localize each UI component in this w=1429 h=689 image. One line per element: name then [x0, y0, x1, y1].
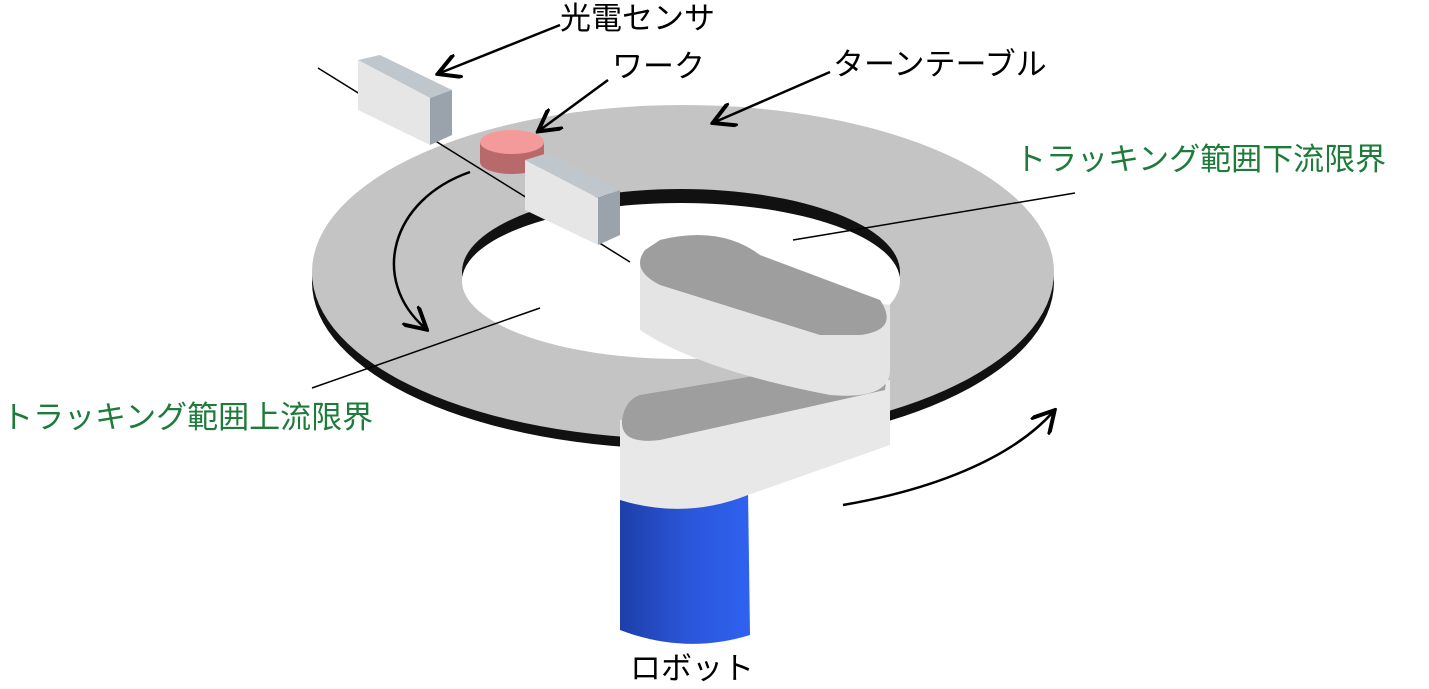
robot-upper-arm: [640, 235, 887, 335]
work-label: ワーク: [612, 49, 705, 85]
downstream-limit-label: トラッキング範囲下流限界: [1015, 142, 1387, 178]
sensor-label: 光電センサ: [560, 1, 715, 37]
robot-label: ロボット: [630, 651, 754, 687]
sensor-pointer-arrow: [440, 23, 561, 73]
turntable-label: ターンテーブル: [833, 47, 1047, 83]
photoelectric-sensor-receiver: [525, 153, 620, 245]
robot-rotation-arrow: [842, 412, 1053, 507]
robot: [620, 235, 890, 644]
photoelectric-sensor-emitter: [358, 55, 452, 145]
turntable-pointer-arrow: [715, 70, 831, 122]
robot-base: [620, 480, 750, 644]
work-pointer-arrow: [540, 78, 609, 130]
upstream-limit-line: [311, 307, 541, 389]
downstream-limit-line: [792, 192, 1076, 241]
table-rotation-arrow: [392, 170, 471, 328]
upstream-limit-label: トラッキング範囲上流限界: [2, 400, 374, 436]
